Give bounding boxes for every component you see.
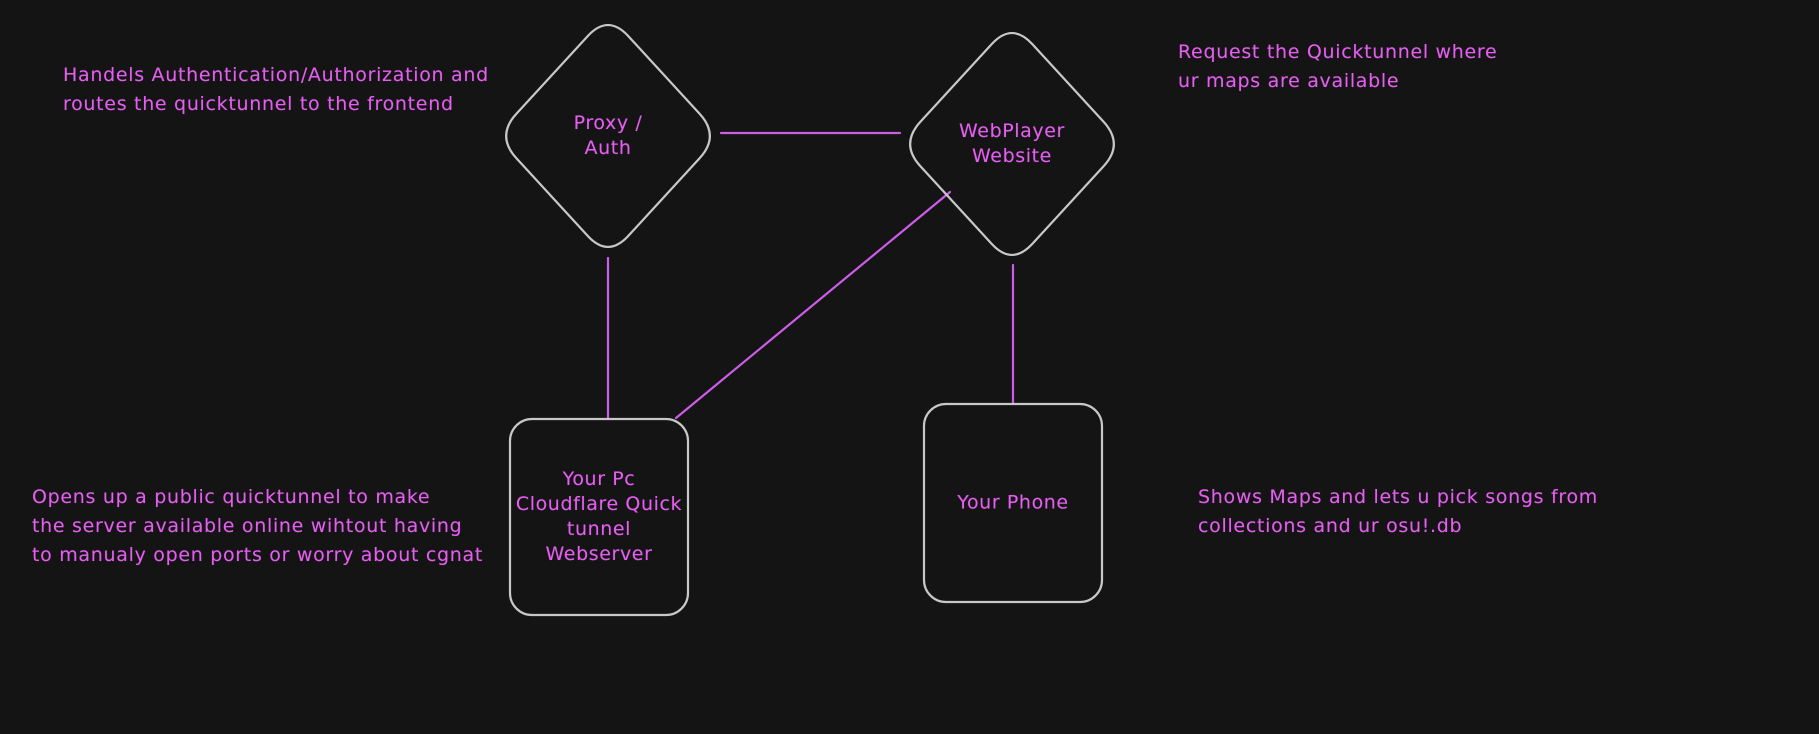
annotation-proxy-auth: Handels Authentication/Authorization and… <box>63 64 489 115</box>
edge-webplayer-to-your-pc[interactable] <box>674 190 952 420</box>
edge-layer <box>606 131 1015 421</box>
node-shape-webplayer-website[interactable] <box>909 31 1115 257</box>
node-shape-proxy-auth[interactable] <box>505 23 711 249</box>
annotation-your-pc: Opens up a public quicktunnel to make th… <box>32 486 484 566</box>
node-shape-your-phone[interactable] <box>922 402 1104 604</box>
annotation-webplayer-website: Request the Quicktunnel where ur maps ar… <box>1178 41 1498 92</box>
node-shape-your-pc[interactable] <box>508 417 690 617</box>
node-shape-layer <box>505 23 1115 617</box>
annotation-your-phone: Shows Maps and lets u pick songs from co… <box>1198 486 1598 537</box>
